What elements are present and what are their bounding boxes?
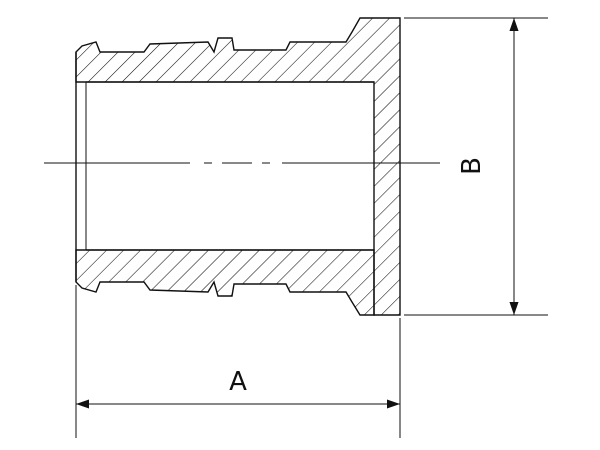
dimension-b — [404, 17, 548, 316]
dimension-a — [75, 285, 401, 438]
dimension-a-label: A — [229, 367, 247, 397]
fitting-bottom-wall — [75, 249, 375, 316]
fitting-top-wall — [75, 17, 401, 316]
dimension-b-label: B — [457, 157, 487, 175]
